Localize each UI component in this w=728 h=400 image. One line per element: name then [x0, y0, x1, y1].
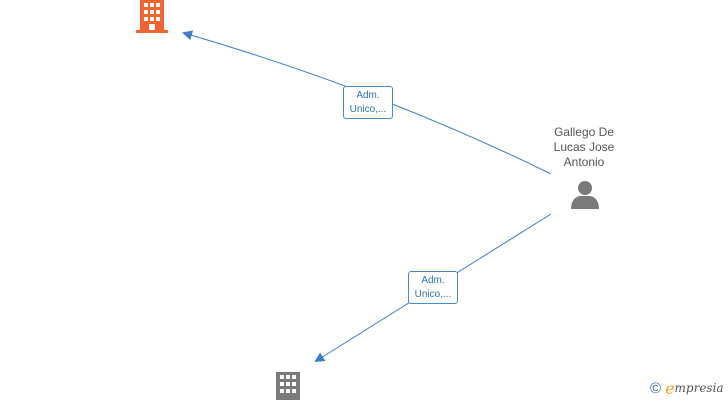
- person-name-line: Lucas Jose: [553, 140, 615, 154]
- edge-label-line: Unico,...: [414, 289, 452, 300]
- person-name-line: Gallego De: [553, 125, 615, 139]
- person-name[interactable]: Gallego De Lucas Jose Antonio: [536, 125, 632, 170]
- brand-logo-text: mpresia: [674, 381, 724, 395]
- building-icon[interactable]: [272, 372, 304, 400]
- person-name-line: Antonio: [563, 155, 605, 169]
- edge-label-line: Adm.: [356, 90, 380, 101]
- brand-logo-initial: e: [665, 378, 675, 398]
- copyright-icon: ©: [650, 379, 662, 397]
- edge-label-line: Unico,...: [349, 104, 387, 115]
- edge-label-line: Adm.: [421, 275, 445, 286]
- brand-footer: © e mpresia: [650, 378, 724, 398]
- person-icon[interactable]: [570, 180, 600, 210]
- edge-label-role[interactable]: Adm. Unico,...: [408, 271, 458, 304]
- edge-label-role[interactable]: Adm. Unico,...: [343, 86, 393, 119]
- building-icon[interactable]: [136, 0, 168, 34]
